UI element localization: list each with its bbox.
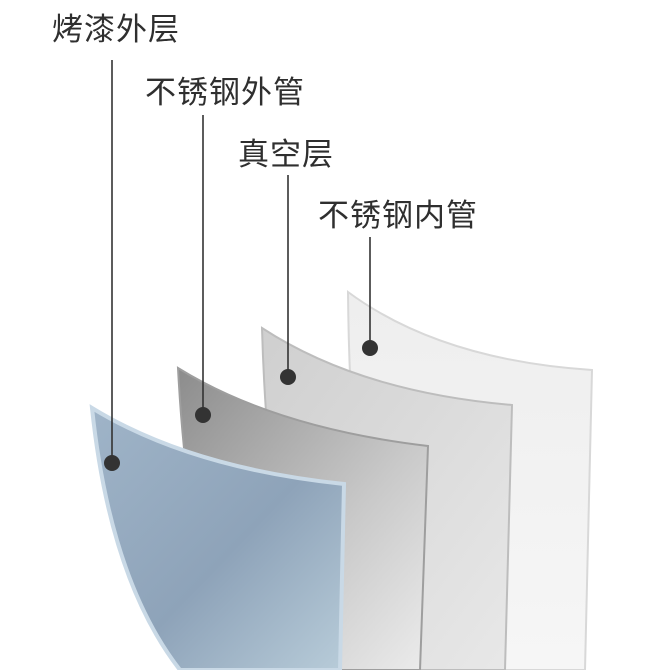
label-vacuum-layer: 真空层 bbox=[238, 137, 334, 173]
label-stainless-inner-tube: 不锈钢内管 bbox=[318, 198, 478, 234]
label-paint-outer-layer: 烤漆外层 bbox=[52, 12, 180, 48]
marker-dot-vacuum bbox=[280, 369, 296, 385]
marker-dot-inner-tube bbox=[362, 340, 378, 356]
panel-paint-outer-layer bbox=[89, 404, 347, 670]
marker-dot-paint bbox=[104, 455, 120, 471]
label-stainless-outer-tube: 不锈钢外管 bbox=[145, 75, 305, 111]
marker-dot-outer-tube bbox=[195, 407, 211, 423]
